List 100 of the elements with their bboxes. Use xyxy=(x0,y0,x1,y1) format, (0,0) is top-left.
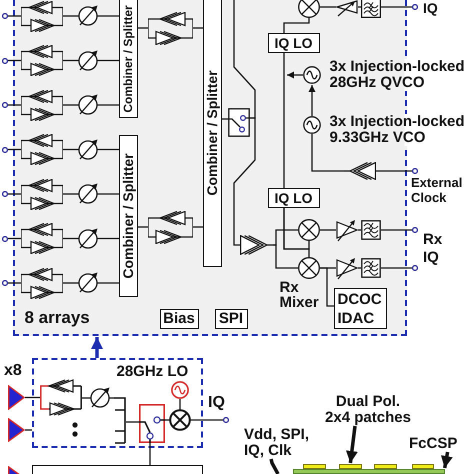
switch-icon xyxy=(138,404,164,442)
wire xyxy=(63,193,78,195)
variable-gain-amplifier-icon xyxy=(336,0,358,17)
arrow xyxy=(308,85,316,116)
wire xyxy=(138,226,148,228)
callout-text: FcCSP xyxy=(409,435,459,452)
bus-bar-icon xyxy=(114,396,126,444)
amplifier-icon xyxy=(344,162,376,180)
wire xyxy=(8,60,21,62)
wire xyxy=(98,238,119,240)
arrow xyxy=(91,337,103,358)
wire xyxy=(179,399,181,410)
wire xyxy=(381,6,412,8)
wire xyxy=(63,15,78,17)
wire xyxy=(311,134,344,172)
amplifier-pair-icon xyxy=(148,12,192,44)
circuit-block-outline xyxy=(32,465,203,474)
wire xyxy=(193,226,203,228)
combiner-splitter-block: Combiner / Splitter xyxy=(202,0,222,267)
phase-shifter-icon xyxy=(76,5,98,27)
phase-shifter-icon xyxy=(76,228,98,250)
filter-icon xyxy=(360,220,380,240)
amplifier-pair-icon xyxy=(20,178,62,210)
wire xyxy=(283,18,310,33)
wire xyxy=(376,170,412,172)
multiplier-label: x8 xyxy=(4,362,22,380)
wire xyxy=(320,6,336,8)
wire xyxy=(8,193,21,195)
region-title: 28GHz LO xyxy=(116,362,188,380)
variable-gain-amplifier-icon xyxy=(336,219,358,242)
wire xyxy=(8,282,21,284)
port-icon xyxy=(412,4,418,10)
amplifier-pair-icon xyxy=(20,0,62,32)
combiner-splitter-block: Combiner / Splitter xyxy=(118,0,138,118)
port-icon xyxy=(412,168,418,174)
wire xyxy=(98,15,119,17)
amplifier-pair-icon xyxy=(40,378,82,416)
port-icon xyxy=(412,227,418,233)
port-icon xyxy=(412,265,418,271)
lo-line xyxy=(283,53,285,188)
dcoc-idac-block: DCOC IDAC xyxy=(334,288,386,329)
amplifier-pair-icon xyxy=(20,45,62,76)
callout-text: Dual Pol. 2x4 patches xyxy=(323,394,413,426)
iq-lo-block: IQ LO xyxy=(268,33,320,53)
wire xyxy=(381,229,412,231)
wire xyxy=(98,148,119,150)
iq-lo-block: IQ LO xyxy=(268,188,320,208)
wire xyxy=(190,419,223,421)
phase-shifter-icon xyxy=(76,183,98,205)
mixer-icon xyxy=(168,408,190,430)
wire xyxy=(138,27,148,29)
antenna-icon xyxy=(8,418,25,442)
wire xyxy=(149,443,151,465)
dashed-boundary xyxy=(32,358,203,448)
wire xyxy=(273,229,298,246)
wire xyxy=(233,0,256,119)
filter-icon xyxy=(360,0,380,18)
wire xyxy=(98,282,119,284)
wire xyxy=(8,148,21,150)
port-label: IQ xyxy=(208,394,225,412)
phase-shifter-icon xyxy=(88,386,110,408)
antenna-patch xyxy=(339,464,362,469)
variable-gain-amplifier-icon xyxy=(336,257,358,280)
leader-arrow xyxy=(440,452,453,468)
amplifier-pair-icon xyxy=(148,210,192,244)
wire xyxy=(25,396,40,398)
filter-icon xyxy=(360,258,380,278)
wire xyxy=(381,267,412,269)
phase-shifter-icon xyxy=(76,272,98,294)
wire xyxy=(98,193,119,195)
spi-block: SPI xyxy=(214,309,248,329)
wire xyxy=(8,238,21,240)
wire xyxy=(98,104,119,106)
mixer-icon xyxy=(298,257,320,279)
port-icon xyxy=(2,102,8,108)
bias-block: Bias xyxy=(160,309,198,329)
antenna-icon xyxy=(8,385,25,410)
port-icon xyxy=(2,146,8,152)
port-icon xyxy=(2,236,8,242)
wire xyxy=(8,104,21,106)
port-icon xyxy=(2,58,8,64)
wire xyxy=(273,244,298,269)
amplifier-pair-icon xyxy=(20,268,62,298)
oscillator-icon xyxy=(170,380,188,398)
wire xyxy=(63,60,78,62)
phase-shifter-icon xyxy=(76,50,98,72)
wire xyxy=(63,104,78,106)
leader-line xyxy=(269,458,280,474)
wire xyxy=(63,238,78,240)
port-icon xyxy=(2,13,8,19)
wire xyxy=(320,267,334,307)
phase-shifter-icon xyxy=(76,138,98,160)
wire xyxy=(193,27,203,29)
wire xyxy=(8,15,21,17)
amplifier-pair-icon xyxy=(20,223,62,254)
switch-icon xyxy=(228,108,250,137)
port-label: External Clock xyxy=(411,175,462,205)
wire xyxy=(233,117,256,246)
amplifier-pair-icon xyxy=(20,90,62,120)
wire xyxy=(63,148,78,150)
